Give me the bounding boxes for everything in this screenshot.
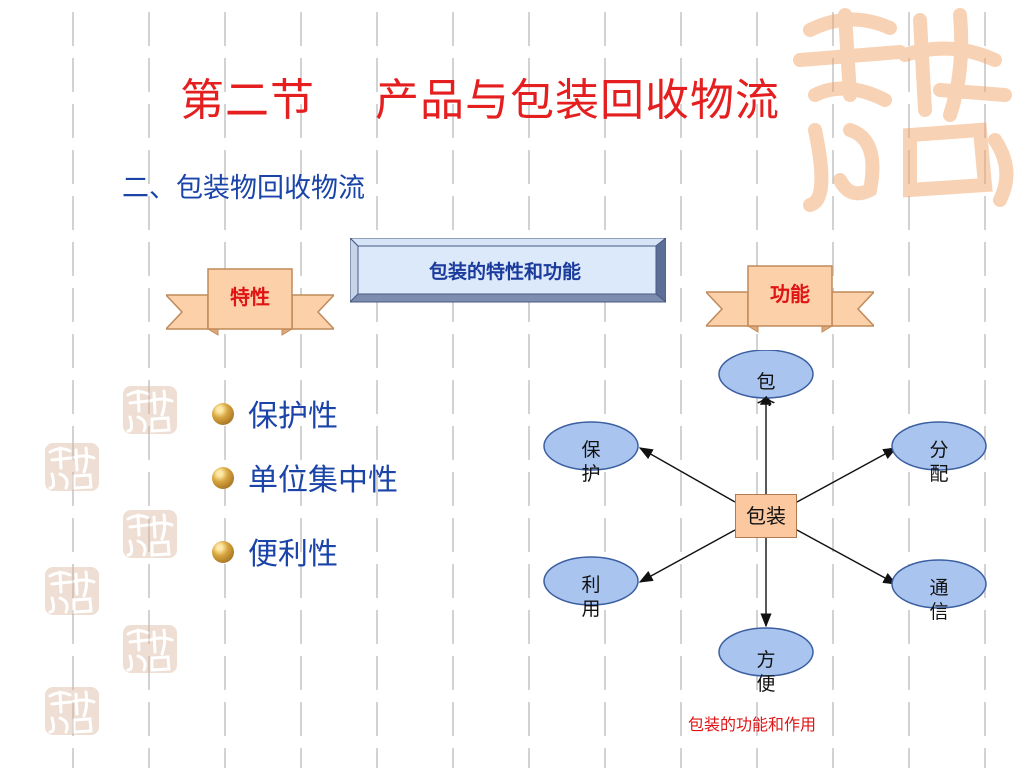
- node-label-upper-left: 保 护: [581, 439, 601, 485]
- right-ribbon-banner: [706, 265, 874, 333]
- center-heading-label: 包装的特性和功能: [428, 261, 581, 283]
- center-heading-box: [350, 238, 666, 303]
- node-label-lower-left: 利 用: [581, 574, 601, 620]
- diagram-center-node: 包装: [735, 494, 797, 538]
- bullet-text: 便利性: [248, 537, 338, 572]
- node-label-lower-right: 通 信: [929, 577, 949, 623]
- bullet-item: 便利性: [212, 529, 398, 597]
- function-diagram: [543, 350, 987, 677]
- node-label-bottom: 方 便: [756, 649, 776, 695]
- seal-stamp-icon: [45, 567, 99, 615]
- bullet-item: 单位集中性: [212, 455, 398, 523]
- section-subtitle: 二、包装物回收物流: [122, 173, 365, 204]
- diagram-node-upper-left: [543, 421, 639, 471]
- diagram-node-bottom: [718, 627, 814, 677]
- left-banner-label: 特性: [230, 285, 270, 309]
- diagram-node-top: [718, 350, 814, 399]
- left-ribbon-banner: [166, 268, 334, 336]
- bullet-text: 保护性: [248, 399, 338, 434]
- seal-stamp-icon: [123, 510, 177, 558]
- diagram-node-upper-right: [891, 421, 987, 471]
- feature-bullet-list: 保护性 单位集中性 便利性: [212, 391, 398, 597]
- seal-stamp-icon: [123, 625, 177, 673]
- seal-stamp-icon: [123, 386, 177, 434]
- bullet-ball-icon: [212, 403, 234, 425]
- bullet-ball-icon: [212, 541, 234, 563]
- bullet-ball-icon: [212, 467, 234, 489]
- seal-stamp-icon: [45, 443, 99, 491]
- slide-title: 第二节 产品与包装回收物流: [180, 75, 780, 126]
- diagram-node-lower-left: [543, 556, 639, 606]
- node-label-top: 包 含: [756, 371, 776, 406]
- node-label-upper-right: 分 配: [929, 439, 949, 485]
- seal-stamp-icon: [45, 687, 99, 735]
- right-banner-label: 功能: [770, 282, 810, 306]
- diagram-caption: 包装的功能和作用: [688, 715, 817, 734]
- decorative-watermark: [793, 8, 1014, 212]
- diagram-node-lower-right: [891, 559, 987, 609]
- bullet-text: 单位集中性: [248, 463, 398, 498]
- bullet-item: 保护性: [212, 391, 398, 459]
